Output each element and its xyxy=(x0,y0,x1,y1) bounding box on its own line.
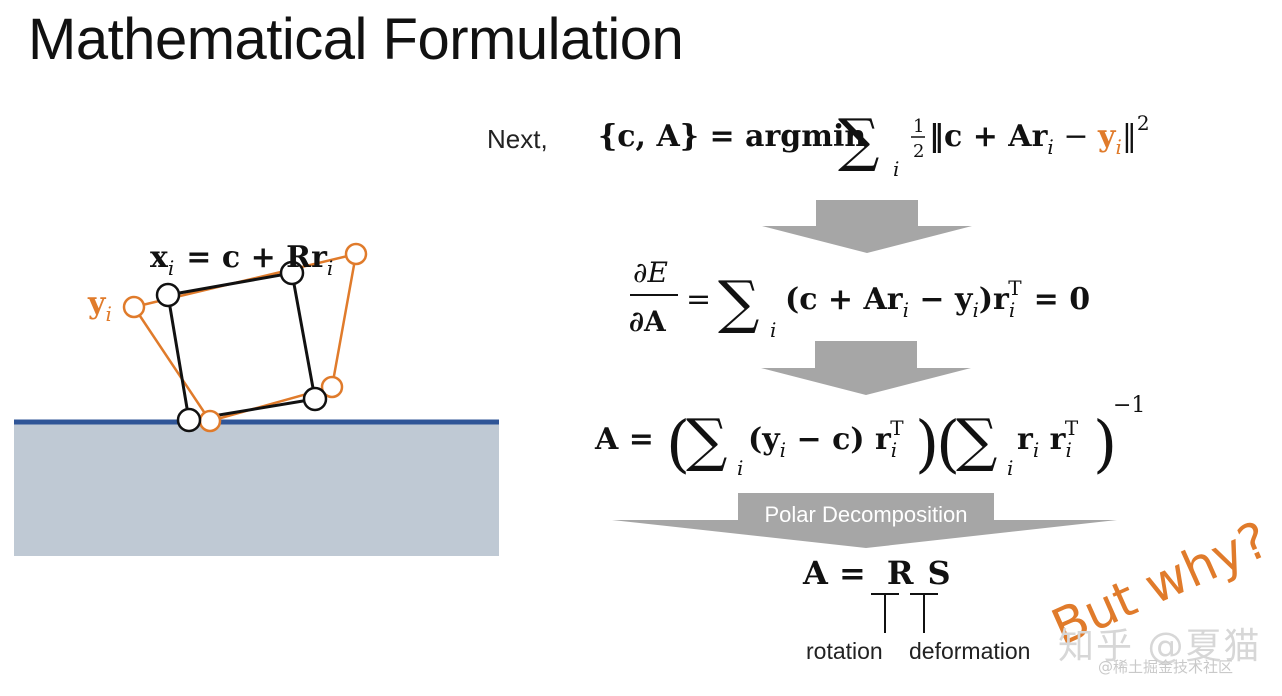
down-arrow xyxy=(762,200,972,253)
half-numerator: 1 xyxy=(913,116,924,137)
half-denominator: 2 xyxy=(913,141,924,162)
a-solution-lhs: A = xyxy=(594,422,654,457)
x-equation-label: xi= c + Rri xyxy=(150,240,333,280)
deformation-caption: deformation xyxy=(909,638,1031,664)
sum-subscript: i xyxy=(893,157,899,181)
sum-subscript: i xyxy=(770,318,776,342)
watermark: 知乎 @夏猫 xyxy=(1058,626,1262,667)
rotation-caption: rotation xyxy=(806,638,883,664)
big-paren-close: ) xyxy=(915,407,939,480)
partial-denominator: ∂A xyxy=(629,305,667,338)
current-vertex xyxy=(279,260,305,286)
down-arrow xyxy=(761,341,971,395)
current-vertex xyxy=(302,386,328,412)
inverse-exponent: −1 xyxy=(1113,393,1145,418)
equation-1: {c, A} = argmin xyxy=(598,119,866,154)
target-vertex xyxy=(344,242,368,266)
watermark-small: @稀土掘金技术社区 xyxy=(1098,658,1234,676)
next-label: Next, xyxy=(487,124,548,154)
big-paren-open: ( xyxy=(666,407,690,480)
big-paren-open: ( xyxy=(936,407,960,480)
a-solution-term-2: ri riT xyxy=(1017,416,1079,462)
partial-numerator: ∂E xyxy=(633,256,668,289)
polar-decomposition-arrow xyxy=(612,493,1117,548)
equals-sign: = xyxy=(686,282,711,317)
polar-decomposition-label: Polar Decomposition xyxy=(765,502,968,527)
slide-title: Mathematical Formulation xyxy=(28,7,684,72)
sum-symbol: ∑ xyxy=(686,406,727,474)
sum-subscript: i xyxy=(1007,456,1013,480)
current-vertex xyxy=(176,407,202,433)
y-label: yi xyxy=(87,286,112,326)
sum-symbol: ∑ xyxy=(956,406,997,474)
target-vertex xyxy=(320,375,344,399)
gradient-expression: (c + Ari − yi)riT= 0 xyxy=(785,276,1090,322)
ground-block xyxy=(14,422,499,556)
target-vertex xyxy=(122,295,146,319)
sum-subscript: i xyxy=(737,456,743,480)
sum-symbol: ∑ xyxy=(838,106,879,174)
sum-symbol: ∑ xyxy=(718,268,759,336)
norm-expression: ‖c + Ari − yi‖2 xyxy=(929,111,1150,159)
a-solution-term-1: (yi − c) riT xyxy=(748,416,904,462)
big-paren-close: ) xyxy=(1093,407,1117,480)
target-vertex xyxy=(198,409,222,433)
current-vertex xyxy=(155,282,181,308)
